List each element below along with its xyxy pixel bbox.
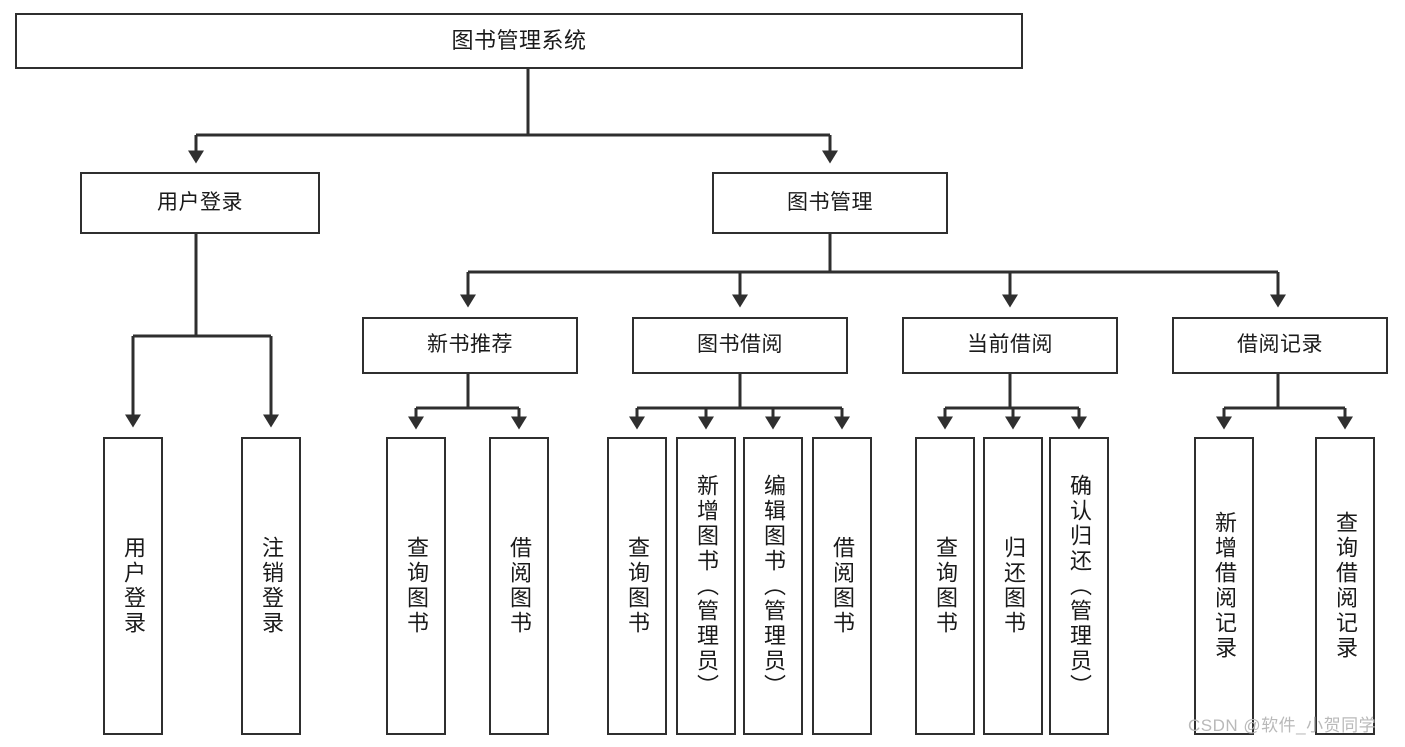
node-label: 图书管理系统 [451,28,587,54]
leaf-current-borrow-query-book[interactable]: 查询图书 [915,437,975,735]
leaf-new-book-query-book[interactable]: 查询图书 [386,437,446,735]
leaf-new-book-borrow-book[interactable]: 借阅图书 [489,437,549,735]
node-label: 借阅图书 [507,536,532,636]
node-label: 新书推荐 [427,333,513,357]
node-new-book-recommend[interactable]: 新书推荐 [362,317,578,374]
node-label: 编辑图书（管理员） [761,473,786,699]
leaf-borrow-record-add-record[interactable]: 新增借阅记录 [1194,437,1254,735]
leaf-current-borrow-confirm-return-admin[interactable]: 确认归还（管理员） [1049,437,1109,735]
leaf-user-login-login[interactable]: 用户登录 [103,437,163,735]
node-label: 新增图书（管理员） [694,473,719,699]
leaf-user-login-logout[interactable]: 注销登录 [241,437,301,735]
node-label: 查询图书 [933,536,958,636]
node-label: 借阅图书 [830,536,855,636]
node-book-borrow[interactable]: 图书借阅 [632,317,848,374]
node-label: 图书管理 [787,190,873,214]
node-label: 归还图书 [1001,536,1026,636]
node-label: 借阅记录 [1237,333,1323,357]
node-label: 图书借阅 [697,333,783,357]
node-current-borrow[interactable]: 当前借阅 [902,317,1118,374]
node-label: 查询借阅记录 [1333,511,1358,661]
leaf-current-borrow-return-book[interactable]: 归还图书 [983,437,1043,735]
node-label: 新增借阅记录 [1212,511,1237,661]
node-book-management[interactable]: 图书管理 [712,172,948,234]
node-label: 用户登录 [121,536,146,636]
node-label: 查询图书 [404,536,429,636]
leaf-book-borrow-query-book[interactable]: 查询图书 [607,437,667,735]
node-label: 注销登录 [259,536,284,636]
node-label: 当前借阅 [967,333,1053,357]
node-label: 确认归还（管理员） [1067,473,1092,699]
leaf-borrow-record-query-record[interactable]: 查询借阅记录 [1315,437,1375,735]
node-root-system[interactable]: 图书管理系统 [15,13,1023,69]
node-borrow-record[interactable]: 借阅记录 [1172,317,1388,374]
leaf-book-borrow-add-book-admin[interactable]: 新增图书（管理员） [676,437,736,735]
node-label: 用户登录 [157,190,243,214]
node-user-login[interactable]: 用户登录 [80,172,320,234]
leaf-book-borrow-borrow-book[interactable]: 借阅图书 [812,437,872,735]
node-label: 查询图书 [625,536,650,636]
leaf-book-borrow-edit-book-admin[interactable]: 编辑图书（管理员） [743,437,803,735]
